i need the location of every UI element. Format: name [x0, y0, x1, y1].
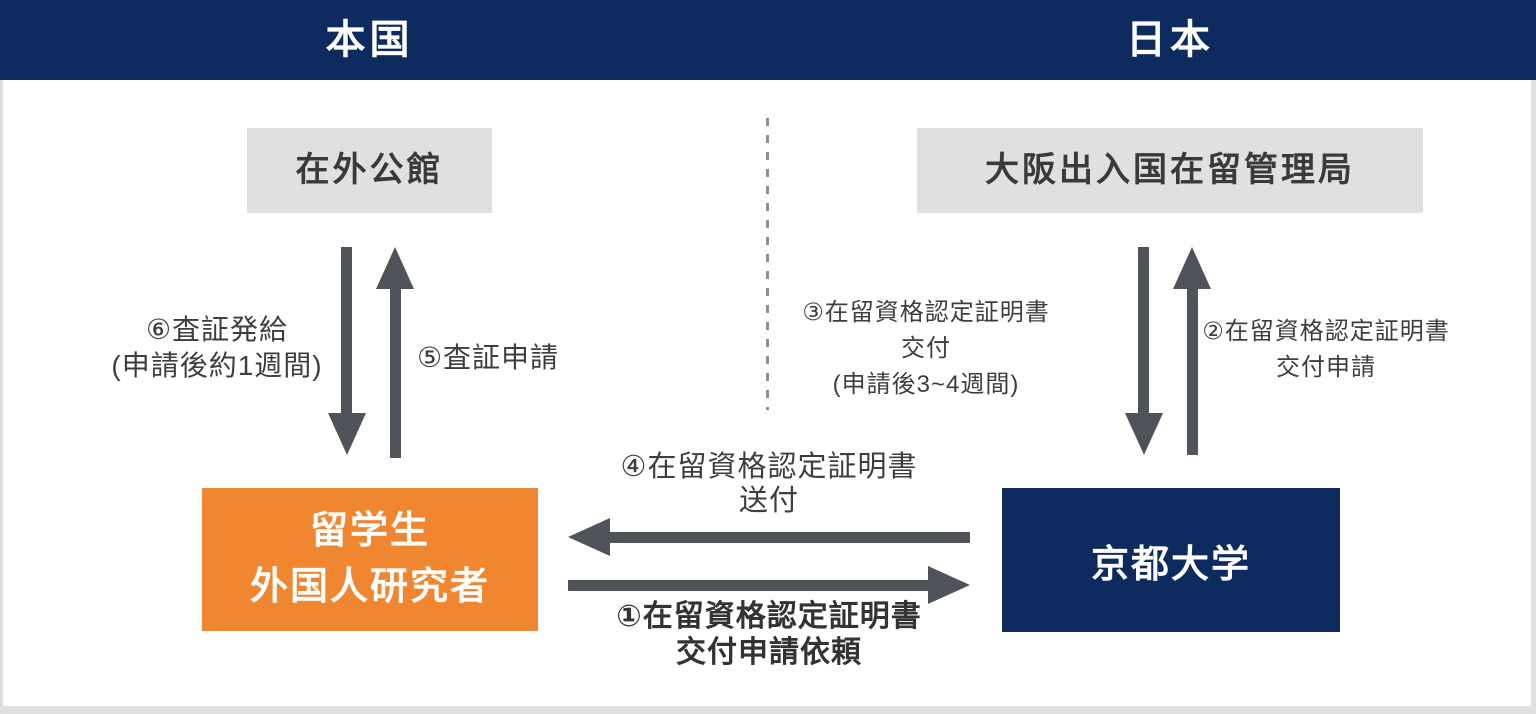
step4-coe-sending-label: ④在留資格認定証明書 送付: [569, 450, 969, 518]
overseas-mission-box: 在外公館: [247, 128, 492, 213]
step1-line2: 交付申請依頼: [676, 636, 862, 669]
step2-line2: 交付申請: [1276, 354, 1376, 381]
arrow-step5-up-shaft: [390, 288, 401, 458]
kyoto-university-label: 京都大学: [1090, 543, 1251, 586]
step2-coe-application-label: ②在留資格認定証明書 交付申請: [1176, 314, 1476, 386]
arrow-step4-left-head: [568, 518, 610, 556]
arrow-step2-up-head: [1173, 247, 1211, 289]
step1-coe-application-request-label: ①在留資格認定証明書 交付申請依頼: [569, 599, 969, 671]
arrow-step3-down-head: [1125, 413, 1163, 455]
step3-line3: (申請後3~4週間): [832, 371, 1020, 398]
step4-line1: ④在留資格認定証明書: [620, 451, 918, 483]
arrow-step6-down-shaft: [341, 247, 352, 414]
step5-line1: ⑤査証申請: [416, 342, 560, 373]
osaka-immigration-bureau-box: 大阪出入国在留管理局: [917, 128, 1423, 213]
step6-visa-issuance-label: ⑥査証発給 (申請後約1週間): [27, 312, 407, 384]
step6-line2: (申請後約1週間): [111, 350, 323, 381]
arrow-step1-right-shaft: [568, 580, 930, 591]
step6-line1: ⑥査証発給: [145, 314, 289, 345]
step1-line1: ①在留資格認定証明書: [616, 600, 922, 633]
country-header-bar: 本国 日本: [0, 0, 1536, 80]
arrow-step5-up-head: [376, 247, 414, 289]
arrow-step3-down-shaft: [1138, 247, 1149, 414]
diagram-frame: [0, 80, 1536, 714]
japan-header: 日本: [1126, 18, 1214, 62]
kyoto-university-box: 京都大学: [1002, 488, 1340, 632]
step3-line1: ③在留資格認定証明書: [802, 299, 1050, 326]
arrow-step1-right-head: [928, 566, 970, 604]
country-divider-dashed-line: [766, 118, 769, 410]
step2-line1: ②在留資格認定証明書: [1202, 318, 1450, 345]
home-country-header: 本国: [325, 18, 414, 62]
arrow-step6-down-head: [328, 413, 366, 455]
arrow-step2-up-shaft: [1187, 288, 1198, 455]
arrow-step4-left-shaft: [608, 532, 970, 543]
student-researcher-box: 留学生 外国人研究者: [202, 488, 538, 631]
step3-coe-issuance-label: ③在留資格認定証明書 交付 (申請後3~4週間): [756, 295, 1096, 403]
student-researcher-label-line1: 留学生: [309, 510, 430, 553]
student-researcher-label-line2: 外国人研究者: [249, 565, 490, 608]
step3-line2: 交付: [901, 335, 951, 362]
step5-visa-application-label: ⑤査証申請: [378, 340, 598, 376]
step4-line2: 送付: [738, 485, 799, 517]
